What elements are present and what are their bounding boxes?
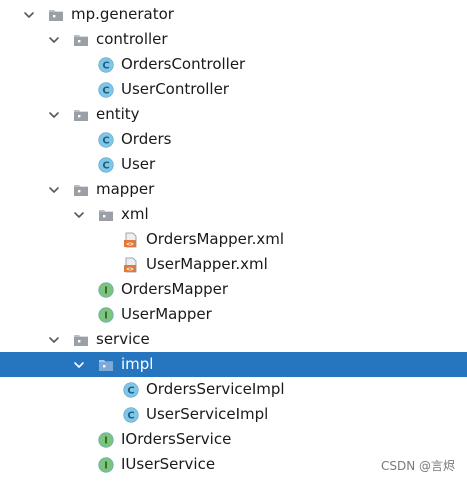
svg-text:<>: <>	[126, 241, 134, 248]
svg-text:C: C	[102, 161, 109, 172]
svg-text:I: I	[104, 461, 108, 472]
class-icon: C	[98, 57, 114, 73]
interface-icon: I	[98, 432, 114, 448]
chevron-down-icon[interactable]	[72, 352, 86, 377]
tree-node-label: impl	[121, 355, 154, 373]
svg-text:C: C	[102, 61, 109, 72]
tree-node-xml[interactable]: xml	[0, 202, 467, 227]
svg-text:I: I	[104, 311, 108, 322]
class-icon: C	[98, 132, 114, 148]
interface-icon: I	[98, 457, 114, 473]
chevron-down-icon[interactable]	[47, 102, 61, 127]
svg-text:I: I	[104, 436, 108, 447]
tree-node-usercontroller[interactable]: C UserController	[0, 77, 467, 102]
chevron-down-icon[interactable]	[47, 327, 61, 352]
package-folder-icon	[73, 182, 89, 198]
package-folder-icon	[48, 7, 64, 23]
svg-text:C: C	[127, 386, 134, 397]
tree-node-user[interactable]: C User	[0, 152, 467, 177]
tree-node-label: OrdersServiceImpl	[146, 380, 285, 398]
tree-node-ordersserviceimpl[interactable]: C OrdersServiceImpl	[0, 377, 467, 402]
tree-node-orders[interactable]: C Orders	[0, 127, 467, 152]
package-folder-icon	[73, 332, 89, 348]
chevron-down-icon[interactable]	[47, 177, 61, 202]
tree-node-label: service	[96, 330, 150, 348]
tree-node-label: mapper	[96, 180, 155, 198]
tree-node-mapper[interactable]: mapper	[0, 177, 467, 202]
tree-node-orderscontroller[interactable]: C OrdersController	[0, 52, 467, 77]
tree-node-mp-generator[interactable]: mp.generator	[0, 2, 467, 27]
tree-node-controller[interactable]: controller	[0, 27, 467, 52]
tree-node-label: UserController	[121, 80, 229, 98]
class-icon: C	[123, 382, 139, 398]
tree-node-label: UserMapper	[121, 305, 212, 323]
tree-node-impl[interactable]: impl	[0, 352, 467, 377]
package-folder-icon	[73, 32, 89, 48]
tree-node-label: entity	[96, 105, 140, 123]
tree-node-ordersmapper-xml[interactable]: <> OrdersMapper.xml	[0, 227, 467, 252]
package-folder-icon	[73, 107, 89, 123]
chevron-down-icon[interactable]	[72, 202, 86, 227]
svg-text:I: I	[104, 286, 108, 297]
class-icon: C	[98, 82, 114, 98]
package-folder-icon	[98, 357, 114, 373]
xml-file-icon: <>	[123, 232, 139, 248]
package-folder-icon	[98, 207, 114, 223]
svg-text:<>: <>	[126, 266, 134, 273]
chevron-down-icon[interactable]	[22, 2, 36, 27]
tree-node-iuserservice[interactable]: I IUserService	[0, 452, 467, 477]
tree-node-label: OrdersMapper.xml	[146, 230, 285, 248]
tree-node-label: IUserService	[121, 455, 216, 473]
tree-node-label: UserMapper.xml	[146, 255, 268, 273]
tree-node-label: UserServiceImpl	[146, 405, 269, 423]
tree-node-label: xml	[121, 205, 149, 223]
interface-icon: I	[98, 307, 114, 323]
tree-node-userserviceimpl[interactable]: C UserServiceImpl	[0, 402, 467, 427]
interface-icon: I	[98, 282, 114, 298]
chevron-down-icon[interactable]	[47, 27, 61, 52]
watermark: CSDN @言烬	[380, 459, 455, 473]
partial-next-row	[0, 478, 467, 482]
tree-node-label: controller	[96, 30, 168, 48]
xml-file-icon: <>	[123, 257, 139, 273]
tree-node-ordersmapper[interactable]: I OrdersMapper	[0, 277, 467, 302]
tree-node-label: User	[121, 155, 156, 173]
tree-node-entity[interactable]: entity	[0, 102, 467, 127]
tree-node-service[interactable]: service	[0, 327, 467, 352]
tree-node-label: OrdersController	[121, 55, 246, 73]
tree-node-label: OrdersMapper	[121, 280, 229, 298]
tree-node-iordersservice[interactable]: I IOrdersService	[0, 427, 467, 452]
svg-text:C: C	[127, 411, 134, 422]
class-icon: C	[98, 157, 114, 173]
class-icon: C	[123, 407, 139, 423]
tree-node-usermapper[interactable]: I UserMapper	[0, 302, 467, 327]
tree-node-label: mp.generator	[71, 5, 174, 23]
svg-text:C: C	[102, 86, 109, 97]
svg-text:C: C	[102, 136, 109, 147]
tree-node-label: Orders	[121, 130, 172, 148]
tree-node-usermapper-xml[interactable]: <> UserMapper.xml	[0, 252, 467, 277]
tree-node-label: IOrdersService	[121, 430, 232, 448]
